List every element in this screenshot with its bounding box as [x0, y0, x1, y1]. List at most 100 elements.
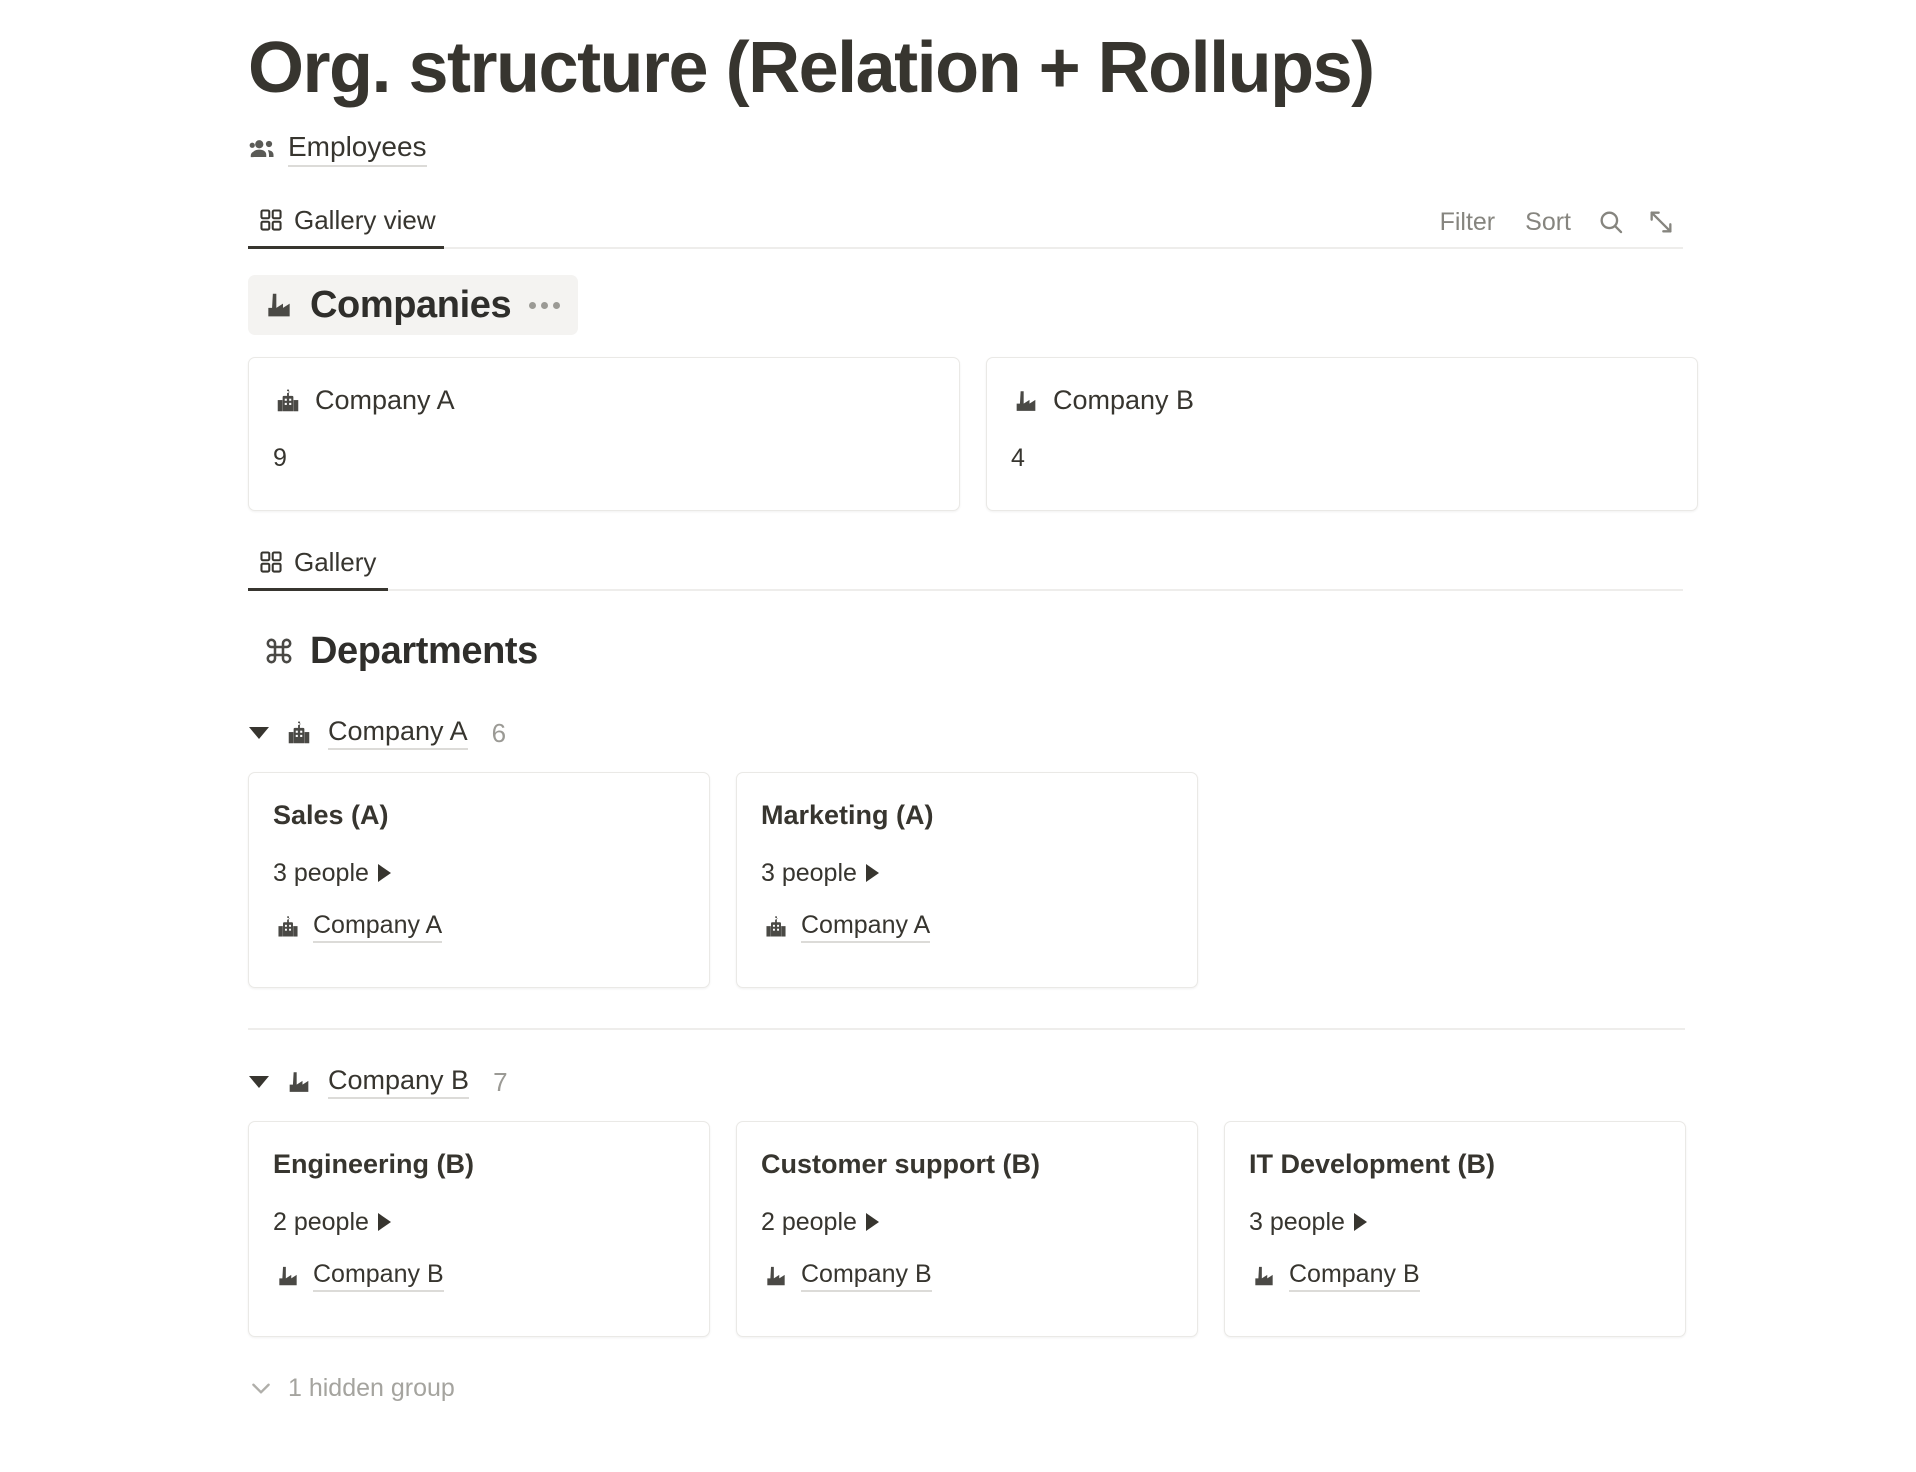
department-card-rollup: 3 people [761, 858, 1173, 888]
hidden-group-label: 1 hidden group [288, 1374, 455, 1402]
department-card-rollup-value: 2 people [761, 1208, 857, 1236]
department-card-relation[interactable]: Company B [1249, 1259, 1420, 1292]
filter-button[interactable]: Filter [1439, 208, 1496, 236]
factory-icon [1011, 386, 1041, 416]
department-card[interactable]: IT Development (B) 3 people Company B [1224, 1121, 1686, 1337]
office-building-flag-icon [761, 912, 791, 942]
card-title-row: Marketing (A) [761, 799, 1173, 832]
tab-active-underline [248, 588, 388, 591]
department-card[interactable]: Engineering (B) 2 people Company B [248, 1121, 710, 1337]
gallery-tabbar: Gallery [248, 535, 1683, 591]
department-card-rollup-value: 3 people [761, 859, 857, 887]
office-building-flag-icon [273, 386, 303, 416]
rollup-expand-triangle-icon[interactable] [865, 864, 879, 882]
rollup-expand-triangle-icon[interactable] [377, 864, 391, 882]
page-title: Org. structure (Relation + Rollups) [248, 28, 1375, 108]
ellipsis-icon[interactable] [529, 301, 561, 309]
department-card-relation[interactable]: Company A [273, 910, 443, 943]
view-actions: Filter Sort [1428, 201, 1683, 243]
department-card-rollup-value: 3 people [273, 859, 369, 887]
rollup-expand-triangle-icon[interactable] [1353, 1213, 1367, 1231]
factory-icon [1249, 1261, 1279, 1291]
office-building-flag-icon [284, 718, 314, 748]
card-title-row: Engineering (B) [273, 1148, 685, 1181]
factory-icon [273, 1261, 303, 1291]
gallery-grid-icon [258, 549, 284, 575]
group-divider [248, 1028, 1685, 1030]
card-title-row: Sales (A) [273, 799, 685, 832]
group-name[interactable]: Company B [328, 1064, 470, 1099]
expand-diagonal-icon[interactable] [1639, 202, 1683, 242]
department-card-rollup: 3 people [1249, 1207, 1661, 1237]
relation-label: Company A [313, 910, 443, 943]
tab-active-underline [248, 246, 444, 249]
department-card-rollup: 2 people [273, 1207, 685, 1237]
factory-icon [761, 1261, 791, 1291]
department-card-rollup-value: 3 people [1249, 1208, 1345, 1236]
group-name[interactable]: Company A [328, 715, 468, 750]
factory-icon [262, 288, 296, 322]
relation-label: Company B [801, 1259, 932, 1292]
company-card-rollup-value: 9 [273, 444, 287, 472]
companies-card-grid: Company A 9 Company B 4 [248, 357, 1916, 511]
department-card-relation[interactable]: Company B [273, 1259, 444, 1292]
department-card[interactable]: Customer support (B) 2 people Company B [736, 1121, 1198, 1337]
section-title-departments: Departments [310, 630, 538, 672]
section-header-companies[interactable]: Companies [248, 275, 579, 335]
relation-label: Company A [801, 910, 931, 943]
department-card-relation[interactable]: Company A [761, 910, 931, 943]
search-icon[interactable] [1589, 202, 1633, 242]
collapse-triangle-icon[interactable] [248, 1071, 270, 1093]
department-card-title: Marketing (A) [761, 800, 934, 830]
view-tabbar: Gallery view Filter Sort [248, 193, 1683, 249]
sort-button[interactable]: Sort [1525, 208, 1571, 236]
department-card-relation[interactable]: Company B [761, 1259, 932, 1292]
department-card-title: Engineering (B) [273, 1149, 474, 1179]
company-card-rollup: 9 [273, 443, 935, 473]
department-card-rollup: 3 people [273, 858, 685, 888]
department-card-title: Sales (A) [273, 800, 389, 830]
company-card-rollup: 4 [1011, 443, 1673, 473]
tab-gallery-label: Gallery [294, 547, 377, 577]
tab-gallery-view-label: Gallery view [294, 205, 436, 235]
company-card[interactable]: Company A 9 [248, 357, 960, 511]
people-group-icon [248, 134, 278, 164]
rollup-expand-triangle-icon[interactable] [865, 1213, 879, 1231]
department-card[interactable]: Marketing (A) 3 people [736, 772, 1198, 988]
chevron-down-icon [248, 1375, 274, 1401]
source-database-link[interactable]: Employees [248, 130, 427, 167]
relation-label: Company B [313, 1259, 444, 1292]
hidden-group-toggle[interactable]: 1 hidden group [248, 1373, 455, 1403]
department-card-title: IT Development (B) [1249, 1149, 1496, 1179]
department-card-title: Customer support (B) [761, 1149, 1040, 1179]
company-card-title: Company B [1053, 385, 1195, 415]
tab-gallery-view[interactable]: Gallery view [244, 193, 450, 247]
section-header-departments[interactable]: Departments [248, 621, 556, 681]
source-database-label: Employees [288, 130, 427, 167]
company-card-title: Company A [315, 385, 455, 415]
command-place-icon [262, 634, 296, 668]
card-title-row: Company B [1011, 384, 1673, 417]
group-count: 7 [493, 1066, 508, 1097]
factory-icon [284, 1067, 314, 1097]
office-building-flag-icon [273, 912, 303, 942]
group-header-company-a[interactable]: Company A 6 [248, 715, 506, 750]
group-header-company-b[interactable]: Company B 7 [248, 1064, 508, 1099]
collapse-triangle-icon[interactable] [248, 722, 270, 744]
relation-label: Company B [1289, 1259, 1420, 1292]
tab-gallery[interactable]: Gallery [244, 535, 390, 589]
card-title-row: Company A [273, 384, 935, 417]
card-title-row: IT Development (B) [1249, 1148, 1661, 1181]
department-card-rollup: 2 people [761, 1207, 1173, 1237]
section-title-companies: Companies [310, 284, 512, 326]
company-card[interactable]: Company B 4 [986, 357, 1698, 511]
group-count: 6 [491, 717, 507, 748]
departments-card-grid-company-a: Sales (A) 3 people [248, 772, 1916, 988]
company-card-rollup-value: 4 [1011, 444, 1025, 472]
card-title-row: Customer support (B) [761, 1148, 1173, 1181]
gallery-grid-icon [258, 207, 284, 233]
department-card-rollup-value: 2 people [273, 1208, 369, 1236]
department-card[interactable]: Sales (A) 3 people [248, 772, 710, 988]
rollup-expand-triangle-icon[interactable] [377, 1213, 391, 1231]
